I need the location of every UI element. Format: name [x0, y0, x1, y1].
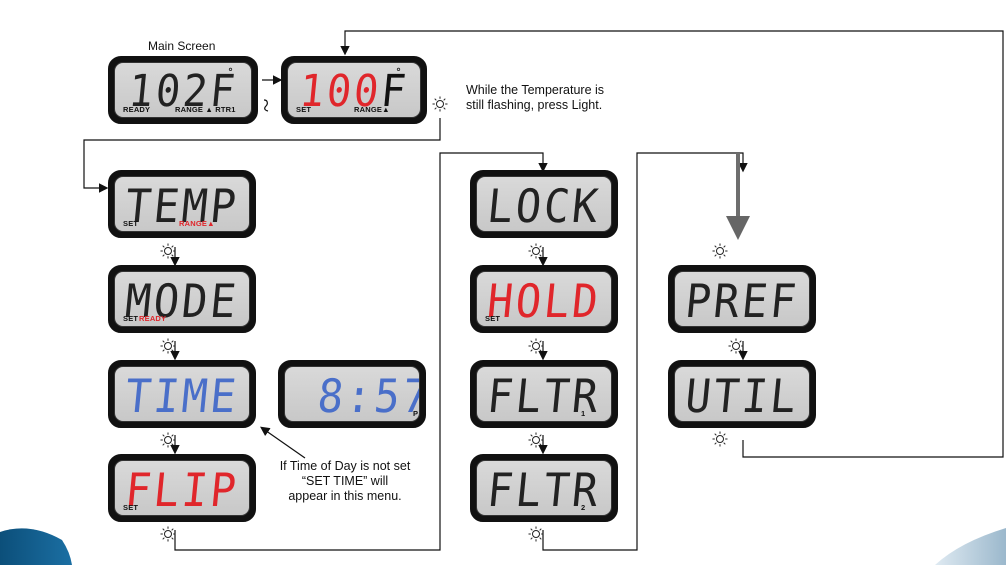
lcd-time-text: TIME: [122, 369, 242, 422]
indicator-set: SET: [123, 219, 139, 228]
light-icon[interactable]: [432, 96, 448, 112]
light-icon[interactable]: [528, 432, 544, 448]
indicator-set: SET: [485, 314, 501, 323]
light-icon[interactable]: [528, 526, 544, 542]
indicator-set: SET: [123, 314, 139, 323]
note-flashing: While the Temperature is still flashing,…: [466, 83, 605, 112]
lcd-util-text: UTIL: [682, 369, 802, 422]
indicator-range-rtr: RANGE ▲ RTR1: [175, 105, 236, 114]
lcd-pref-text: PREF: [682, 274, 802, 327]
loop-util-to-top: [340, 30, 1004, 458]
arrow-flip-to-lock: [174, 152, 548, 551]
lcd-temp: TEMP SET RANGE▲: [108, 170, 256, 238]
note-pointer: [260, 426, 306, 459]
light-icon[interactable]: [160, 432, 176, 448]
arrow-to-temp: [83, 118, 441, 193]
indicator-range: RANGE▲: [354, 105, 390, 114]
note-time-of-day: If Time of Day is not set “SET TIME” wil…: [279, 459, 411, 503]
lcd-clock-text: 8:57: [315, 369, 420, 422]
lcd-fltr-2: FLTR 2: [470, 454, 618, 522]
corner-decoration-right: [935, 528, 1006, 565]
lcd-fltr-1-text: FLTR: [484, 369, 604, 422]
light-icon[interactable]: [528, 243, 544, 259]
lcd-lock-text: LOCK: [484, 179, 604, 232]
indicator-range: RANGE▲: [179, 219, 215, 228]
indicator-filter-2: 2: [581, 503, 586, 512]
indicator-filter-1: 1: [581, 409, 586, 418]
lcd-set-temp: 100F ° SET RANGE▲: [281, 56, 427, 124]
lcd-clock: 8:57 P: [278, 360, 426, 428]
lcd-pref: PREF: [668, 265, 816, 333]
indicator-set: SET: [123, 503, 139, 512]
main-screen-label: Main Screen: [148, 39, 216, 53]
lcd-flip: FLIP SET: [108, 454, 256, 522]
lcd-lock: LOCK: [470, 170, 618, 238]
light-icon[interactable]: [728, 338, 744, 354]
indicator-pm: P: [413, 409, 419, 418]
light-icon[interactable]: [160, 338, 176, 354]
arrow-fltr-to-pref: [542, 152, 748, 551]
lcd-fltr-1: FLTR 1: [470, 360, 618, 428]
indicator-ready: READY: [123, 105, 151, 114]
light-icon[interactable]: [712, 243, 728, 259]
corner-decoration-left: [0, 528, 72, 565]
light-icon[interactable]: [160, 526, 176, 542]
lcd-time: TIME: [108, 360, 256, 428]
light-icon[interactable]: [712, 431, 728, 447]
light-icon[interactable]: [160, 243, 176, 259]
light-icon[interactable]: [528, 338, 544, 354]
hand-icon: [262, 98, 272, 119]
lcd-mode: MODE SET READY: [108, 265, 256, 333]
lcd-main: 102F ° READY RANGE ▲ RTR1: [108, 56, 258, 124]
indicator-set: SET: [296, 105, 312, 114]
lcd-fltr-2-text: FLTR: [484, 463, 604, 516]
lcd-hold: HOLD SET: [470, 265, 618, 333]
indicator-ready: READY: [139, 314, 167, 323]
lcd-util: UTIL: [668, 360, 816, 428]
